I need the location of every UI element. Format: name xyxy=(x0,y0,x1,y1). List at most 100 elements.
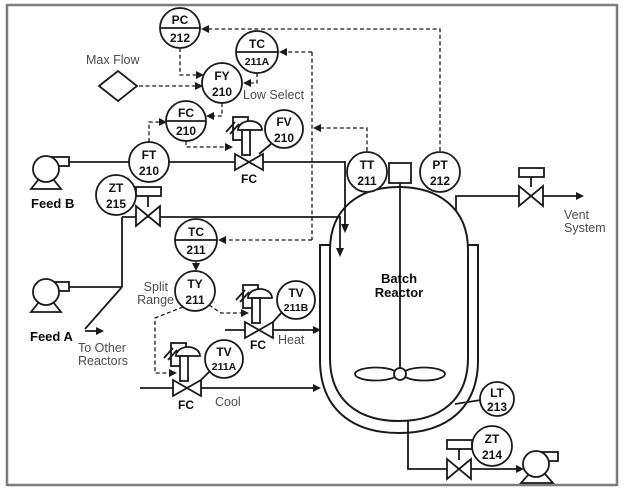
instrument-ft-210: FT 210 xyxy=(128,141,170,183)
drain-pump xyxy=(518,450,559,484)
feed-a-pump xyxy=(29,278,70,313)
feed-valve-input-arrow xyxy=(225,143,233,151)
tag-number: 211 xyxy=(185,293,205,307)
fv210-tag-leader xyxy=(258,143,272,155)
valve-actuator-dome xyxy=(237,120,263,131)
fy-input-arrow-maxflow xyxy=(195,82,203,90)
label-batch-reactor: Reactor xyxy=(375,285,423,300)
valve-body xyxy=(185,378,202,398)
max-flow-diamond xyxy=(97,69,139,103)
feed-a-line xyxy=(69,216,341,288)
signal-lines xyxy=(139,25,441,377)
tag-letters: TY xyxy=(187,277,202,291)
positioner-slash xyxy=(167,349,178,361)
instrument-tc-211: TC 211 xyxy=(174,218,218,262)
tag-number: 210 xyxy=(176,124,196,138)
tag-letters: TC xyxy=(188,225,204,239)
vent-valve xyxy=(518,167,545,208)
tt-junction-arrow xyxy=(313,124,321,132)
tag-number: 210 xyxy=(274,131,294,145)
reactor-jacket xyxy=(319,244,479,435)
reactor-shell xyxy=(329,185,469,423)
drain-valve xyxy=(446,439,473,481)
pc-input-arrow xyxy=(201,25,209,33)
tag-number: 211 xyxy=(357,174,377,188)
tag-letters: TV xyxy=(288,286,303,300)
tv211a-tag-leader xyxy=(200,370,211,381)
ft-to-fc xyxy=(148,121,160,142)
valve-body xyxy=(457,457,472,481)
tag-number: 211A xyxy=(245,56,270,68)
instrument-tv-211b: TV 211B xyxy=(276,280,316,320)
instrument-tc-211a: TC 211A xyxy=(235,30,279,74)
feed-b-pump xyxy=(29,155,70,190)
tag-letters: FT xyxy=(142,148,157,162)
tv211b-tag-leader xyxy=(272,311,283,323)
tag-number: 211 xyxy=(186,243,206,257)
valve-body xyxy=(146,204,161,228)
pt-to-pc-signal xyxy=(208,28,441,151)
label-feed-a: Feed A xyxy=(30,329,73,344)
tag-number: 215 xyxy=(106,197,126,211)
label-split: Split xyxy=(144,280,169,294)
tag-number: 210 xyxy=(212,85,232,99)
cool-valve-input-arrow xyxy=(169,369,177,377)
valve-body xyxy=(529,184,544,208)
tag-letters: ZT xyxy=(485,432,500,446)
agitator-motor xyxy=(388,162,412,184)
label-low-select: Low Select xyxy=(243,88,305,102)
instrument-zt-215: ZT 215 xyxy=(95,174,137,216)
cool-control-valve xyxy=(163,342,211,398)
heat-control-valve xyxy=(235,284,283,340)
fc-to-valve xyxy=(185,141,226,148)
valve-stem xyxy=(241,129,251,156)
label-vent-system: System xyxy=(564,221,606,235)
valve-body xyxy=(172,378,189,398)
drain-line xyxy=(407,420,517,470)
tag-letters: FY xyxy=(214,69,229,83)
label-fc-cool-valve: FC xyxy=(178,398,194,412)
tag-letters: LT xyxy=(490,386,504,400)
instrument-fy-210: FY 210 xyxy=(201,62,243,104)
drain-pump-arrow xyxy=(516,465,524,473)
process-lines xyxy=(69,161,584,473)
label-vent-system: Vent xyxy=(564,208,590,222)
label-fc-heat-valve: FC xyxy=(250,338,266,352)
feed-b-entry-arrow xyxy=(341,224,349,233)
instrument-fc-210: FC 210 xyxy=(165,100,207,142)
valve-actuator-dome xyxy=(247,288,273,299)
positioner-slash xyxy=(229,123,240,135)
feed-a-entry-arrow xyxy=(336,248,344,257)
tag-letters: ZT xyxy=(109,181,124,195)
valve-body xyxy=(244,320,261,340)
label-to-other-reactors: Reactors xyxy=(78,354,128,368)
instrument-pt-212: PT 212 xyxy=(419,151,461,193)
positioner-slash xyxy=(163,347,174,359)
valve-body xyxy=(247,152,264,172)
tag-number: 210 xyxy=(139,164,159,178)
tag-number: 211B xyxy=(284,302,309,314)
instrument-lt-213: LT 213 xyxy=(479,381,515,417)
instrument-zt-214: ZT 214 xyxy=(471,425,513,467)
impeller-blade-right xyxy=(402,366,446,382)
tag-letters: PC xyxy=(172,13,189,27)
valve-actuator xyxy=(135,186,162,197)
ty-to-cool-valve xyxy=(154,306,184,374)
impeller-hub xyxy=(393,367,407,381)
positioner-slash xyxy=(235,289,246,301)
fy-input-arrow-pc xyxy=(196,71,204,79)
fc-input-arrow-fy xyxy=(206,112,214,120)
valve-actuator xyxy=(518,167,545,178)
tag-letters: FC xyxy=(178,106,194,120)
valve-body xyxy=(135,204,150,228)
diagram-frame xyxy=(5,3,619,487)
tag-letters: PT xyxy=(432,158,448,172)
heat-jacket-arrow xyxy=(313,326,321,334)
tag-letters: TC xyxy=(249,37,265,51)
label-heat: Heat xyxy=(278,333,305,347)
pump-body xyxy=(522,450,550,478)
positioner-slash xyxy=(239,291,250,303)
valve-stem xyxy=(179,355,189,382)
heat-valve-input-arrow xyxy=(241,309,249,317)
